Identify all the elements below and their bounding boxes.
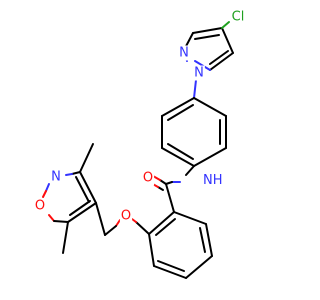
bond xyxy=(148,233,155,267)
bond xyxy=(131,218,137,223)
bond xyxy=(205,223,213,257)
label-background xyxy=(50,169,62,185)
isoxazole-oxygen-label: O xyxy=(35,199,45,214)
bond xyxy=(71,171,81,175)
bond xyxy=(153,265,187,279)
structure-canvas: Cl N N N O O N O NH xyxy=(33,9,246,279)
bond xyxy=(152,175,161,181)
bond xyxy=(79,171,97,204)
bond xyxy=(53,220,69,223)
bond xyxy=(148,211,175,235)
pyrazole-ring xyxy=(183,27,234,71)
amide-n-text: N xyxy=(203,173,213,188)
bond xyxy=(135,221,150,235)
bond xyxy=(42,190,47,198)
molecule-diagram: Cl N N N O O N O xyxy=(33,9,246,279)
pyrazole-n2-label: N xyxy=(179,46,189,61)
bond xyxy=(192,27,223,34)
label-background xyxy=(178,45,190,61)
bond xyxy=(209,50,229,65)
bond xyxy=(161,97,195,117)
bond xyxy=(199,227,206,253)
bond xyxy=(173,211,207,225)
bond xyxy=(48,214,55,222)
benzene-ring xyxy=(148,211,213,279)
bond xyxy=(62,221,69,254)
bond xyxy=(65,173,73,176)
bond xyxy=(45,183,50,192)
amide-nh-group: NH xyxy=(203,172,239,190)
bond xyxy=(167,143,194,160)
bond xyxy=(155,218,176,236)
pyrazole-n1-label: N xyxy=(194,66,204,81)
bond xyxy=(69,200,91,216)
bond xyxy=(75,176,90,203)
bond xyxy=(67,202,97,223)
bond xyxy=(161,147,195,167)
label-background xyxy=(141,170,155,186)
bond xyxy=(157,260,185,272)
bond xyxy=(165,183,175,213)
bond xyxy=(95,202,106,236)
label-background xyxy=(230,9,246,25)
bond xyxy=(104,225,117,236)
ether-oxygen-label: O xyxy=(121,209,131,224)
chlorine-atom-label: Cl xyxy=(232,10,245,25)
bond xyxy=(185,165,195,176)
amide-h-text: H xyxy=(212,173,223,188)
bond xyxy=(193,79,197,99)
label-background xyxy=(33,198,47,214)
bond xyxy=(185,255,213,279)
bond xyxy=(167,104,194,121)
bond xyxy=(159,179,167,185)
label-background xyxy=(193,65,205,81)
bond xyxy=(115,219,121,227)
bond xyxy=(193,97,227,117)
bond xyxy=(79,143,94,173)
bond xyxy=(194,34,220,40)
carbonyl-oxygen-label: O xyxy=(143,171,153,186)
isoxazole-ring xyxy=(42,171,97,223)
label-background xyxy=(119,208,133,224)
bond xyxy=(221,21,230,29)
bond xyxy=(165,181,173,185)
bond xyxy=(193,147,227,167)
isoxazole-nitrogen-label: N xyxy=(51,170,61,185)
bond xyxy=(221,27,234,54)
phenylene-ring xyxy=(161,97,227,167)
bond xyxy=(209,52,234,71)
